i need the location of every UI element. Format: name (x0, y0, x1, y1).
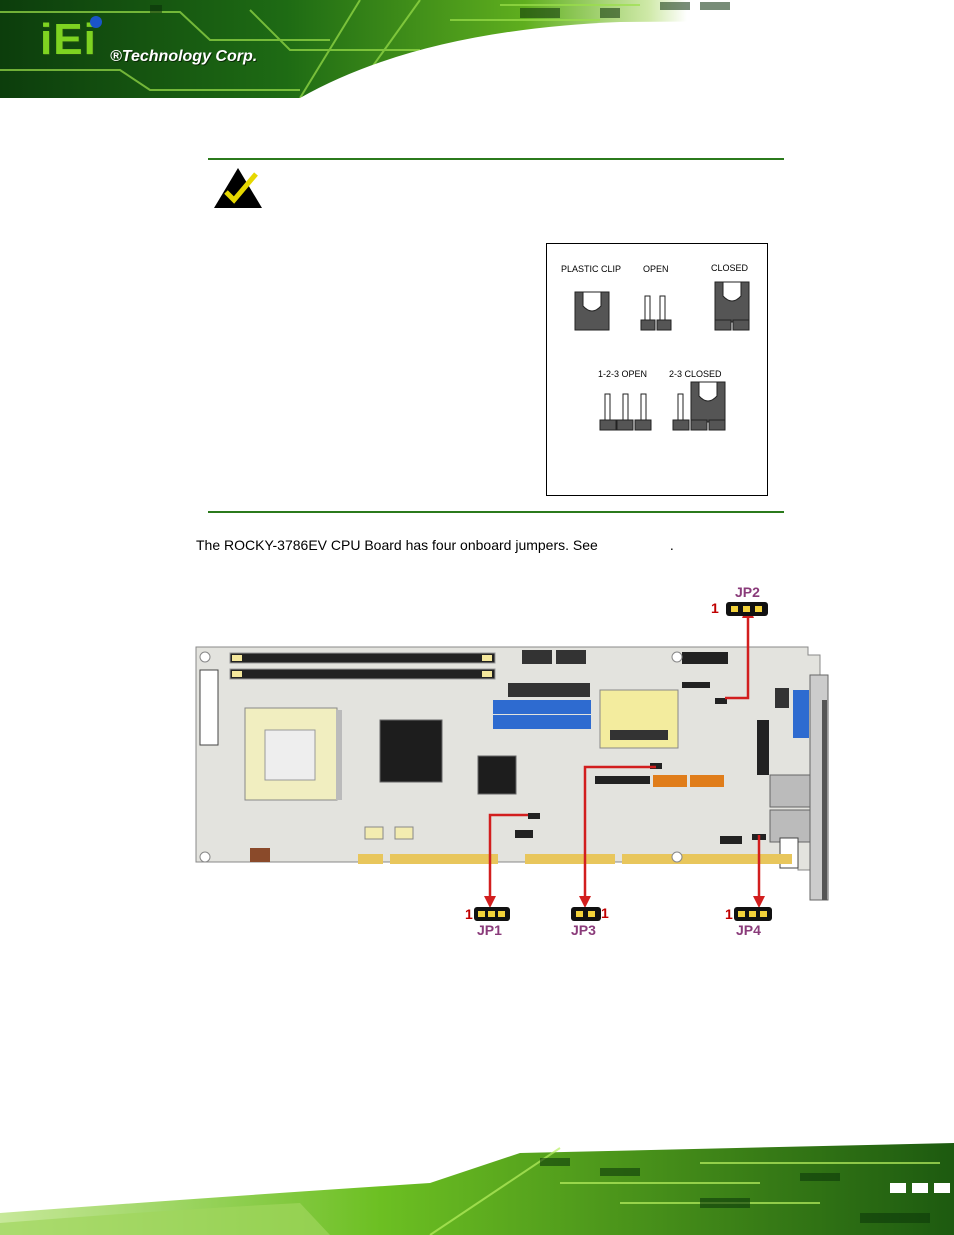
jumper-jp1-icon (474, 907, 510, 921)
label-closed: CLOSED (711, 263, 749, 273)
jumper-jp4-icon (734, 907, 772, 921)
page-footer (0, 1143, 954, 1235)
jp1-pin1-label: 1 (465, 906, 473, 922)
jumper-types-figure: PLASTIC CLIP OPEN CLOSED 1-2-3 OPEN 2-3 … (546, 243, 768, 496)
note-bottom-rule (208, 511, 784, 513)
logo-dot-icon (90, 16, 102, 28)
jp3-label: JP3 (571, 922, 596, 938)
label-23-closed: 2-3 CLOSED (669, 369, 722, 379)
jumper-jp3-icon (571, 907, 601, 921)
body-sentence-end: . (669, 537, 674, 553)
jp4-label: JP4 (736, 922, 761, 938)
jp2-label: JP2 (735, 584, 760, 600)
label-open: OPEN (643, 264, 669, 274)
label-123-open: 1-2-3 OPEN (598, 369, 648, 379)
logo: iEi (40, 15, 97, 64)
label-plastic-clip: PLASTIC CLIP (561, 264, 622, 274)
body-sentence: The ROCKY-3786EV CPU Board has four onbo… (196, 537, 598, 553)
jp1-label: JP1 (477, 922, 502, 938)
jp3-pin1-label: 1 (601, 905, 609, 921)
note-top-rule (208, 158, 784, 160)
company-name: ®Technology Corp. (110, 48, 258, 65)
note-check-icon (214, 168, 262, 208)
jp2-pin1-label: 1 (711, 600, 719, 616)
jumper-drawings (574, 281, 750, 431)
board-figure (195, 602, 829, 921)
page-header: iEi ®Technology Corp. (0, 0, 954, 98)
jumper-jp2-icon (726, 602, 768, 616)
footer-circuit-background (0, 1143, 954, 1235)
jp4-pin1-label: 1 (725, 906, 733, 922)
body-paragraph: The ROCKY-3786EV CPU Board has four onbo… (196, 537, 674, 553)
circuit-background (0, 0, 954, 98)
